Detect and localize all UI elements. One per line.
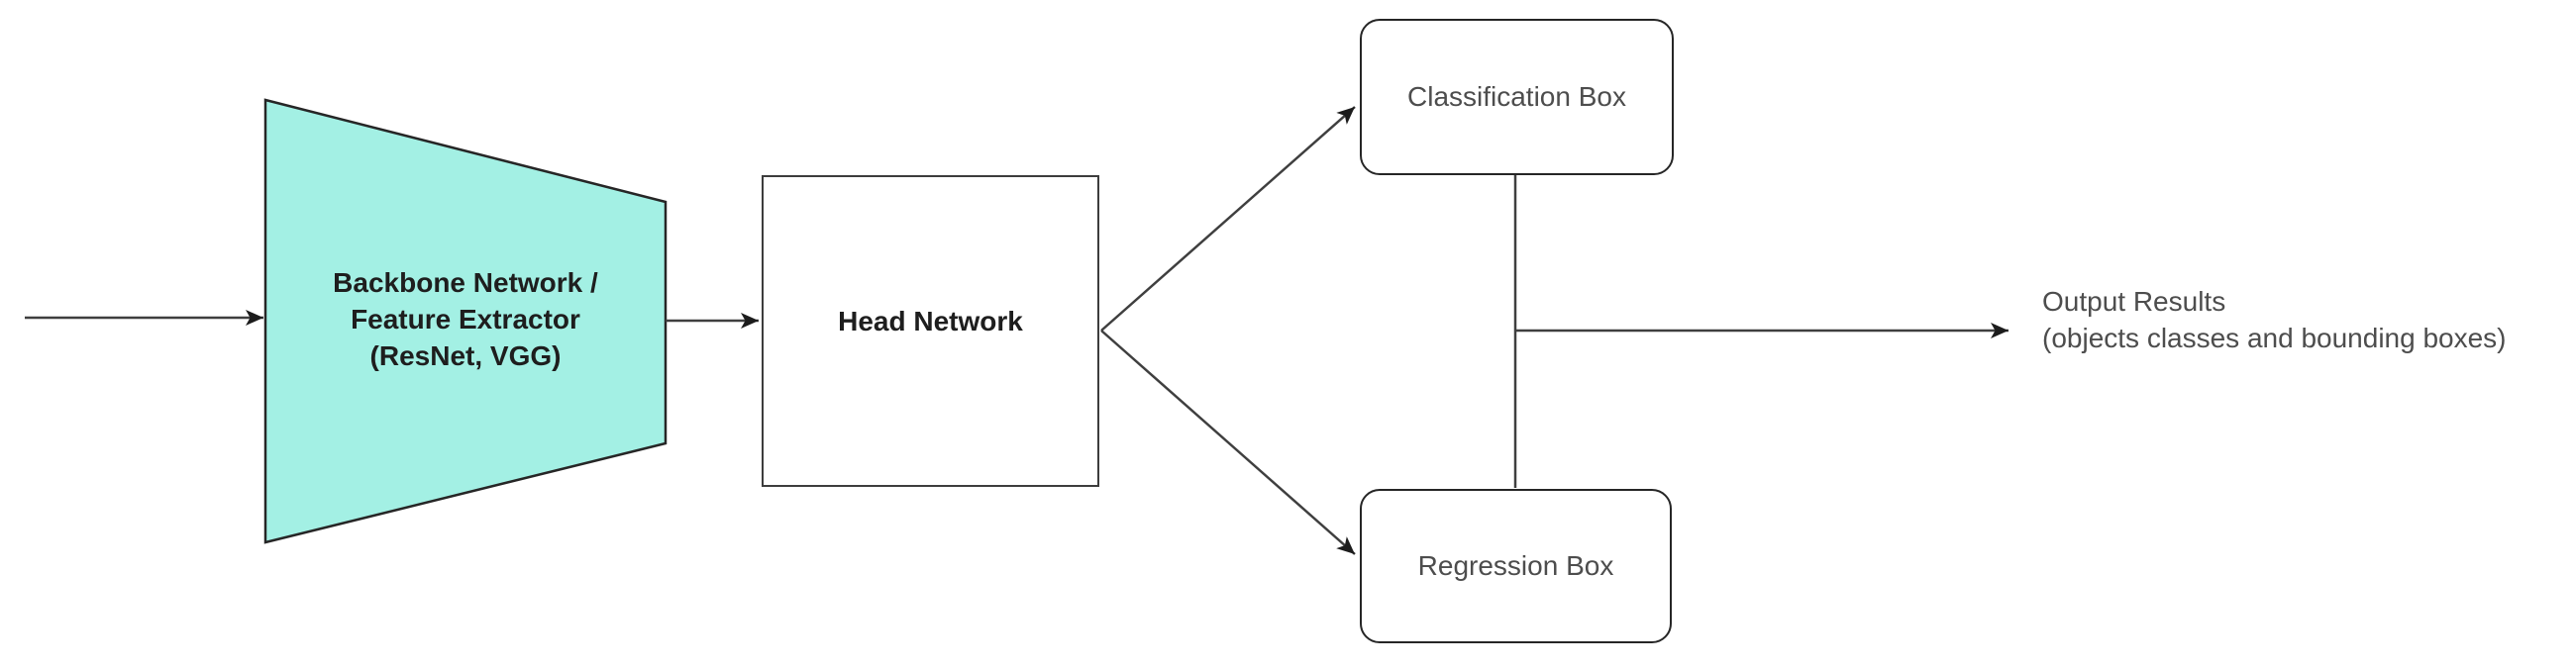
output-results-text: Output Results (objects classes and boun… xyxy=(2042,283,2507,356)
classification-box-label: Classification Box xyxy=(1407,81,1626,112)
backbone-trapezoid-shape xyxy=(263,98,668,544)
classification-box-node: Classification Box xyxy=(1360,19,1674,175)
regression-box-label: Regression Box xyxy=(1417,550,1614,581)
backbone-label-line3: (ResNet, VGG) xyxy=(369,340,562,371)
backbone-label-line2: Feature Extractor xyxy=(351,304,580,335)
head-to-classification-arrow xyxy=(1100,106,1356,332)
output-results-line1: Output Results xyxy=(2042,286,2226,317)
backbone-label-line1: Backbone Network / xyxy=(333,267,598,298)
head-network-label: Head Network xyxy=(838,305,1023,336)
output-results-line2: (objects classes and bounding boxes) xyxy=(2042,323,2507,353)
regression-box-node: Regression Box xyxy=(1360,489,1672,643)
backbone-label: Backbone Network / Feature Extractor (Re… xyxy=(267,264,664,374)
head-network-node: Head Network xyxy=(762,175,1099,487)
head-to-regression-arrow xyxy=(1100,330,1356,555)
